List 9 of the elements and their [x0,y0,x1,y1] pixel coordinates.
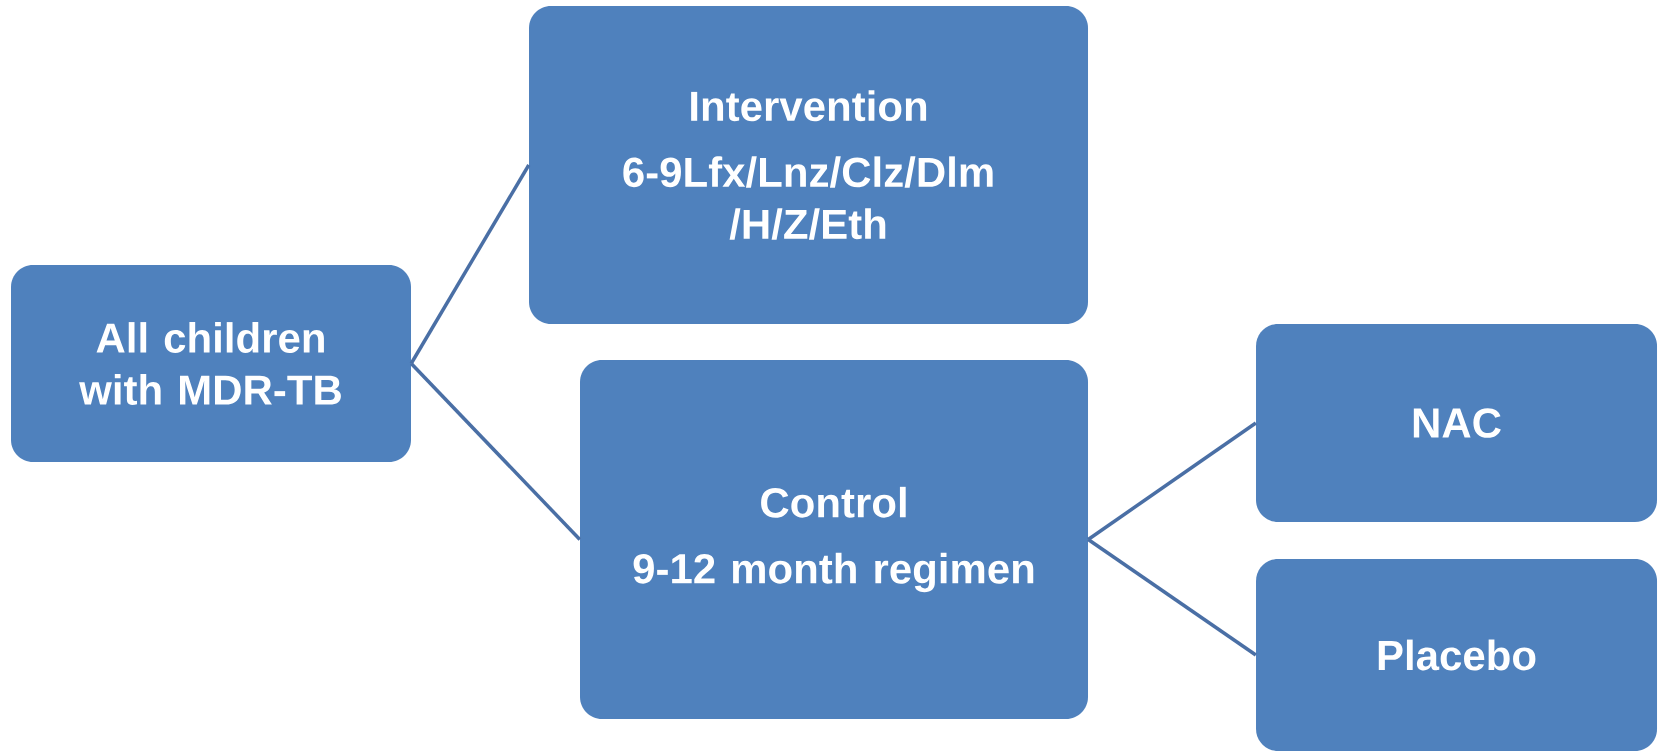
connector-line [1087,421,1257,541]
connector-line [409,362,582,541]
process-box: NAC [1256,324,1657,522]
connector-line [1087,538,1257,657]
process-box: All children with MDR-TB [11,265,411,462]
process-box: Intervention 6-9Lfx/Lnz/Clz/Dlm /H/Z/Eth [529,6,1088,324]
process-box: Control 9-12 month regimen [580,360,1088,719]
connector-line [409,164,531,365]
process-box: Placebo [1256,559,1657,751]
